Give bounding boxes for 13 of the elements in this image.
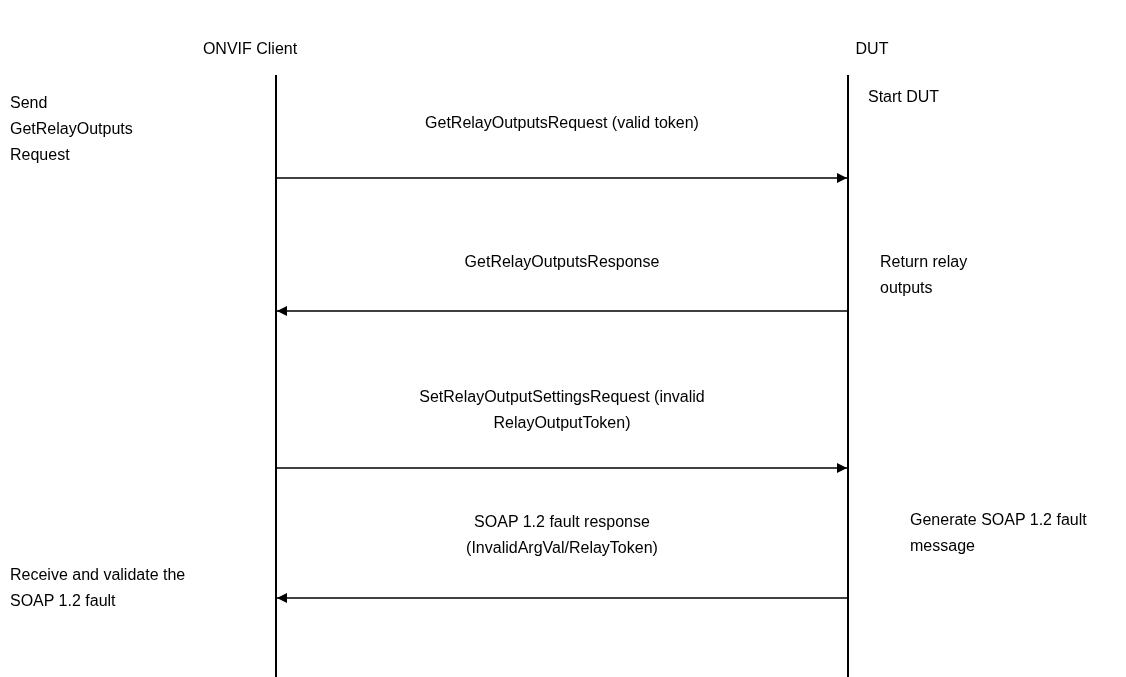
arrow	[276, 593, 848, 603]
lifeline	[275, 75, 277, 677]
lifeline-header: DUT	[854, 40, 890, 58]
arrow	[276, 306, 848, 316]
note-text: Generate SOAP 1.2 fault message	[910, 510, 1088, 556]
note-text: Return relay outputs	[880, 252, 969, 298]
arrow	[276, 463, 848, 473]
note-text: Receive and validate the SOAP 1.2 fault	[10, 565, 187, 611]
arrow	[276, 173, 848, 183]
note-text: Start DUT	[868, 87, 941, 107]
lifeline	[847, 75, 849, 677]
lifeline-header: ONVIF Client	[201, 40, 299, 58]
note-text: Send GetRelayOutputs Request	[10, 93, 134, 165]
